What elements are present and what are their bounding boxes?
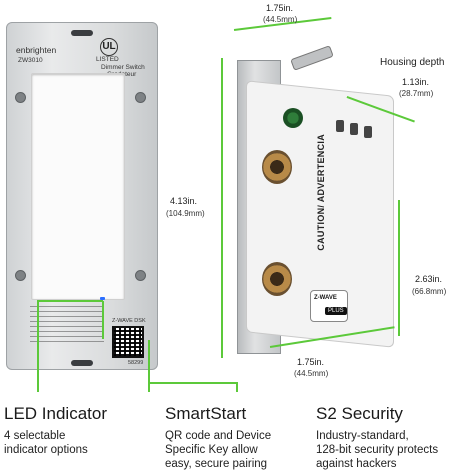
callout-line-led-indicator: [102, 301, 104, 339]
vent-slot-3: [364, 126, 372, 138]
brand-label: enbrighten: [16, 45, 57, 55]
listed-mark: UL: [100, 38, 118, 56]
feature-desc-line-1: QR code and Device: [165, 430, 272, 442]
ground-screw: [283, 108, 303, 128]
qr-code-icon: [112, 326, 144, 358]
feature-led-indicator: LED Indicator 4 selectable indicator opt…: [4, 404, 154, 457]
mount-screw: [290, 45, 334, 71]
dim-line-lower-height: [398, 200, 400, 336]
bottom-width-inches: 1.75in.: [297, 357, 325, 367]
feature-title: LED Indicator: [4, 404, 107, 423]
feature-desc-line-2: 128-bit security protects: [316, 444, 439, 456]
dimmer-paddle[interactable]: [31, 73, 125, 300]
feature-smartstart: SmartStart QR code and Device Specific K…: [165, 404, 310, 471]
housing-depth-mm: (28.7mm): [399, 89, 434, 98]
feature-title: S2 Security: [316, 404, 403, 423]
height-mm: (104.9mm): [166, 209, 205, 218]
feature-s2-security: S2 Security Industry-standard, 128-bit s…: [316, 404, 464, 471]
feature-desc-line-3: against hackers: [316, 458, 397, 470]
model-label: ZW3010: [18, 57, 43, 64]
housing-depth-label: Housing depth: [380, 57, 445, 68]
terminal-screw-bottom: [262, 262, 292, 296]
feature-desc-line-3: easy, secure pairing: [165, 458, 268, 470]
feature-desc-line-2: indicator options: [4, 444, 88, 456]
bottom-screw-slot: [71, 360, 93, 366]
housing-depth-inches: 1.13in.: [402, 77, 430, 87]
callout-line-smartstart: [236, 382, 238, 392]
callout-line-led-horizontal: [37, 300, 103, 302]
listed-text: LISTED: [96, 56, 119, 63]
terminal-screw-top: [262, 150, 292, 184]
caution-label: CAUTION/ ADVERTENCIA: [316, 134, 370, 284]
dsk-code: 58299: [128, 360, 144, 366]
lower-height-mm: (66.8mm): [412, 287, 447, 296]
lower-height-inches: 2.63in.: [415, 274, 443, 284]
spec-print-lines: [30, 306, 104, 346]
zwave-badge-text: Z-WAVE: [314, 295, 337, 301]
feature-desc-line-1: 4 selectable: [4, 430, 66, 442]
mount-hole-top-left: [15, 92, 26, 103]
dim-line-height: [221, 58, 223, 358]
vent-slot-1: [336, 120, 344, 132]
height-inches: 4.13in.: [170, 196, 198, 206]
mount-hole-top-right: [135, 92, 146, 103]
zwave-plus-text: PLUS: [325, 307, 347, 315]
led-indicator-light: [100, 297, 105, 300]
mount-hole-bottom-right: [135, 270, 146, 281]
callout-line-qr-horizontal: [148, 382, 238, 384]
zwave-plus-badge: Z-WAVE PLUS: [310, 290, 348, 322]
top-width-inches: 1.75in.: [266, 3, 294, 13]
top-screw-slot: [71, 30, 93, 36]
feature-desc-line-2: Specific Key allow: [165, 444, 258, 456]
caution-text: CAUTION/ ADVERTENCIA: [316, 134, 326, 251]
feature-title: SmartStart: [165, 404, 247, 423]
top-width-mm: (44.5mm): [263, 15, 298, 24]
callout-line-led: [37, 300, 39, 392]
product-line-1: Dimmer Switch: [101, 64, 145, 71]
mount-hole-bottom-left: [15, 270, 26, 281]
vent-slot-2: [350, 123, 358, 135]
callout-line-qr: [148, 340, 150, 392]
bottom-width-mm: (44.5mm): [294, 369, 329, 378]
zwave-dsk-label: Z-WAVE DSK: [112, 318, 146, 324]
feature-desc-line-1: Industry-standard,: [316, 430, 409, 442]
